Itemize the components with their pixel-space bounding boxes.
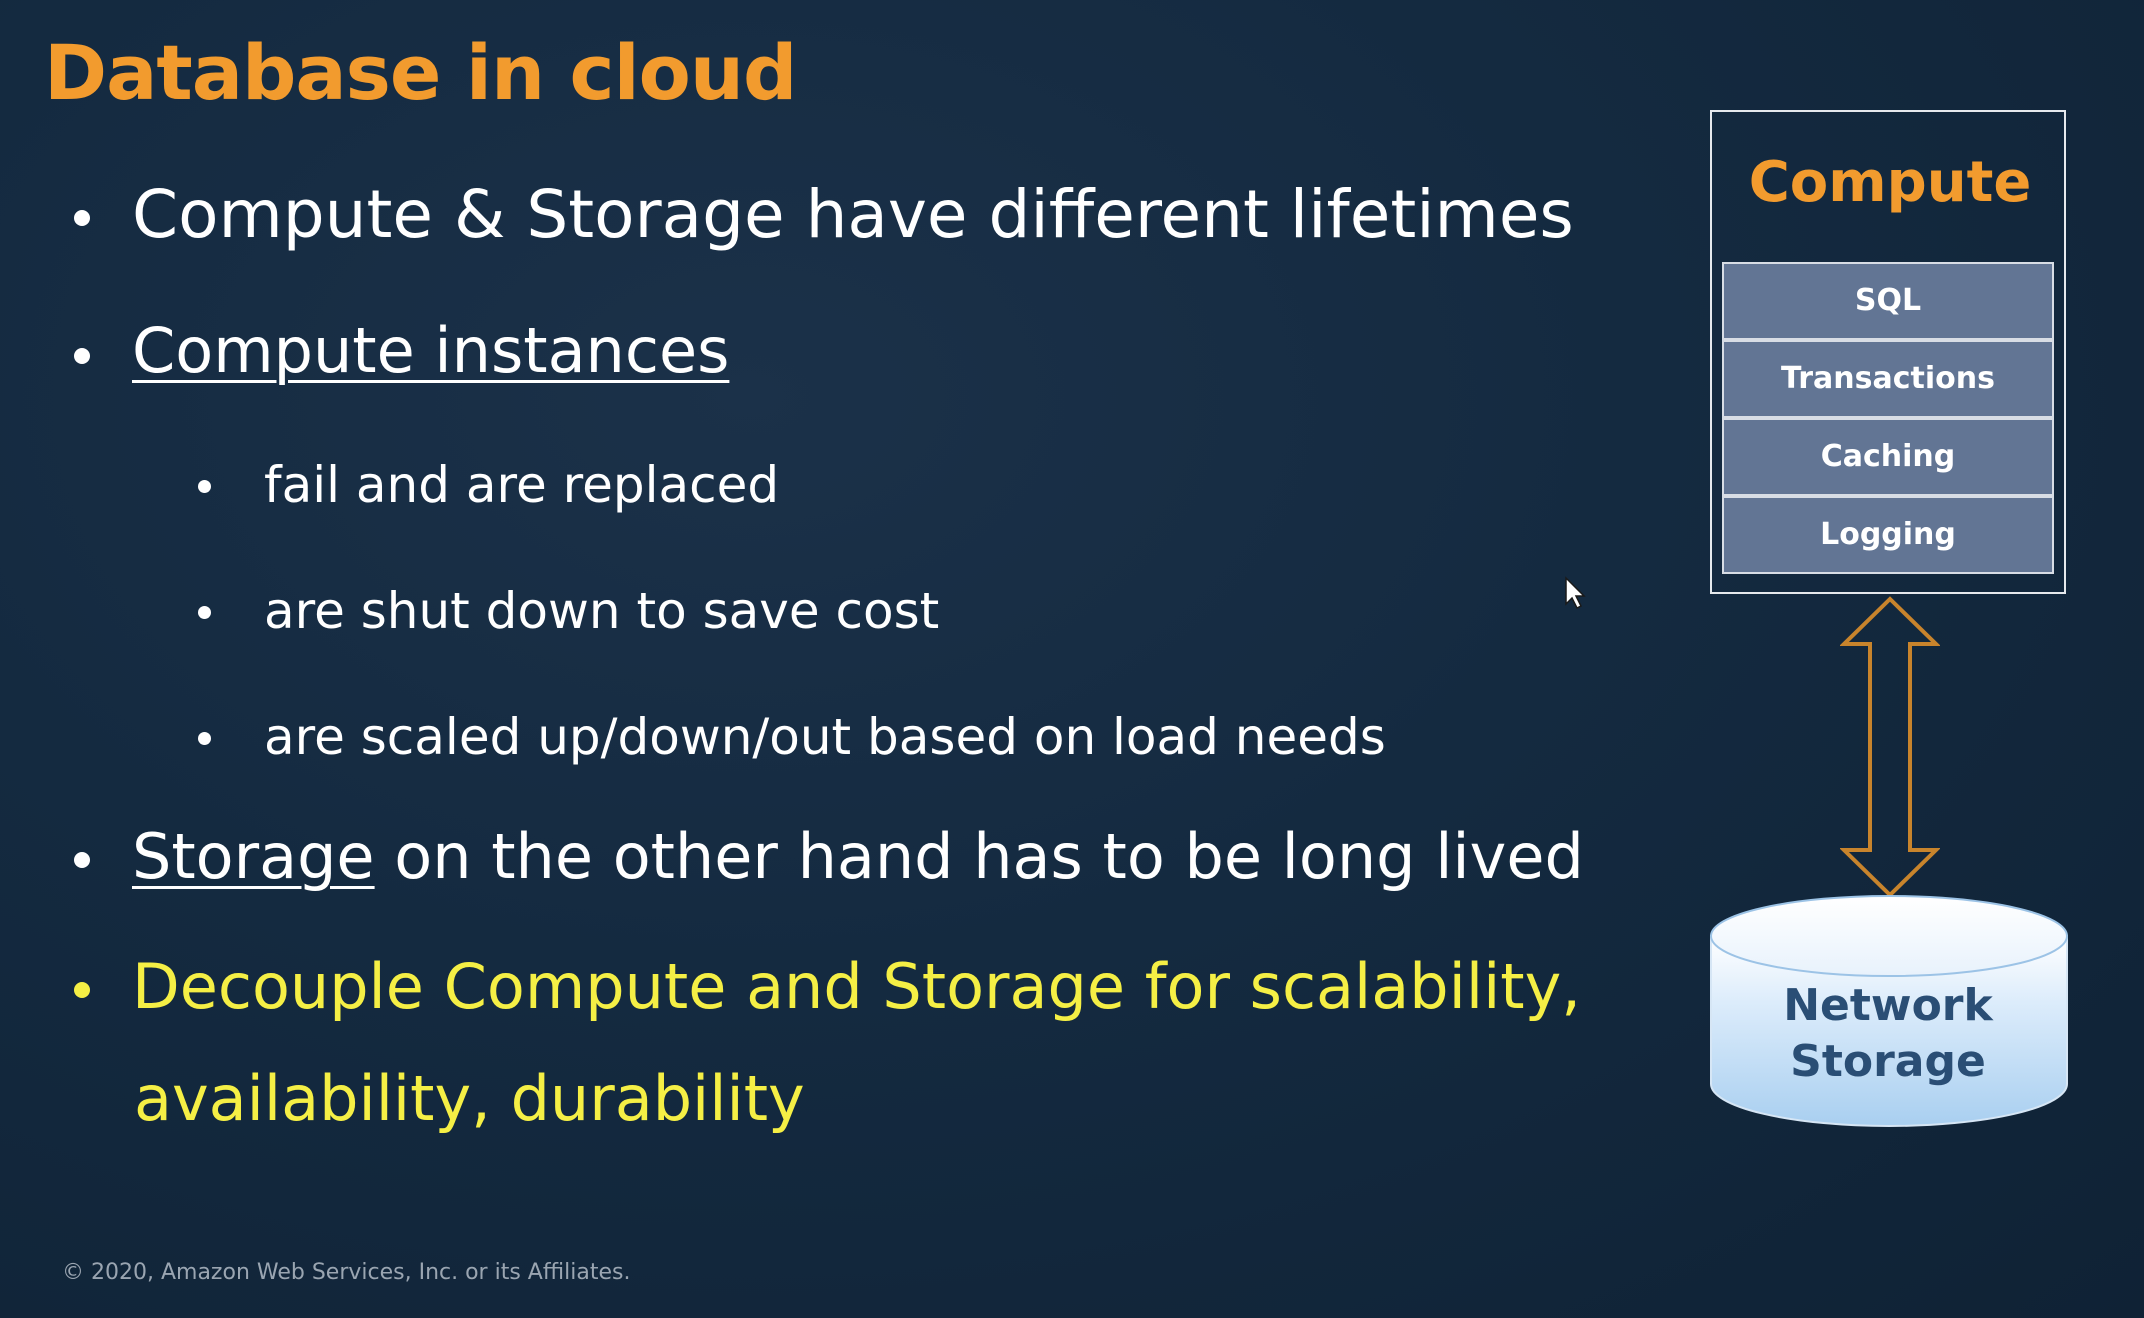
bullet-storage-long-lived: Storage on the other hand has to be long… (132, 820, 1584, 893)
bullet-decouple-line1: Decouple Compute and Storage for scalabi… (132, 950, 1582, 1023)
sub-bullet-scaled: are scaled up/down/out based on load nee… (264, 708, 1386, 766)
copyright-footer: © 2020, Amazon Web Services, Inc. or its… (62, 1260, 631, 1285)
network-storage-cylinder-icon (1710, 895, 2068, 1127)
storage-underlined-text: Storage (132, 820, 375, 893)
layer-sql: SQL (1722, 262, 2054, 340)
storage-label-line1: Network (1783, 980, 1993, 1031)
slide-title: Database in cloud (44, 28, 797, 117)
layer-transactions: Transactions (1722, 340, 2054, 418)
storage-rest-text: on the other hand has to be long lived (374, 820, 1584, 893)
bullet-compute-storage-lifetimes: Compute & Storage have different lifetim… (132, 176, 1574, 253)
bullet-dot (74, 210, 90, 226)
layer-caching: Caching (1722, 418, 2054, 496)
bullet-decouple-line2: availability, durability (134, 1062, 805, 1135)
compute-box: Compute SQL Transactions Caching Logging (1710, 110, 2066, 594)
sub-bullet-dot (198, 480, 211, 493)
bullet-compute-instances: Compute instances (132, 314, 730, 387)
storage-label-line2: Storage (1790, 1036, 1986, 1087)
sub-bullet-shut-down: are shut down to save cost (264, 582, 940, 640)
bullet-dot (74, 348, 90, 364)
sub-bullet-fail-replaced: fail and are replaced (264, 456, 780, 514)
mouse-pointer-icon (1565, 576, 1586, 610)
sub-bullet-dot (198, 732, 211, 745)
compute-title: Compute (1748, 150, 2032, 215)
sub-bullet-dot (198, 606, 211, 619)
network-storage-label: Network Storage (1710, 978, 2066, 1090)
bullet-dot (74, 852, 90, 868)
layer-logging: Logging (1722, 496, 2054, 574)
double-arrow-icon (1840, 596, 1940, 898)
bullet-dot (74, 982, 90, 998)
